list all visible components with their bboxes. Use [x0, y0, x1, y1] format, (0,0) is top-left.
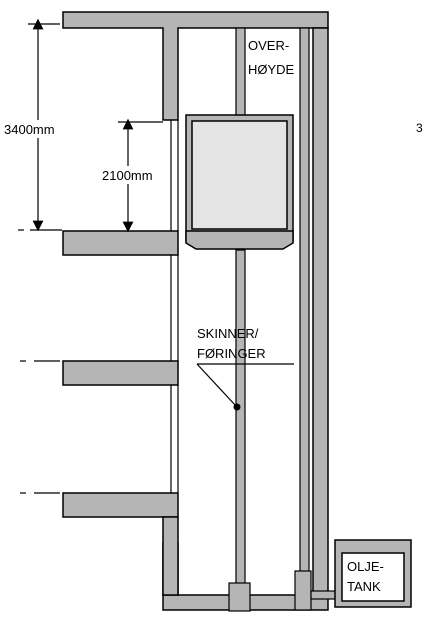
rails-callout-dot: [233, 403, 241, 411]
elevator-car: [185, 114, 294, 250]
cylinder-base: [294, 570, 312, 611]
shaft-structure: [62, 11, 329, 611]
rail-base-block: [228, 582, 251, 612]
oil-pipe: [310, 590, 337, 600]
oil-tank: [334, 539, 412, 608]
car-cabin: [191, 120, 288, 230]
floor-slab-3: [62, 492, 179, 518]
overhead-label-line1: OVER-: [248, 38, 289, 53]
hydraulic-cylinder: [294, 27, 337, 611]
tank-label-line2: TANK: [347, 579, 381, 594]
guide-rail: [228, 27, 251, 612]
car-platform: [185, 230, 294, 250]
edge-mark: 3: [416, 121, 423, 135]
dim-3400-bg: [2, 120, 66, 138]
floor-slab-2: [62, 360, 179, 386]
right-shaft-wall: [312, 27, 329, 596]
rails-label-line2: FØRINGER: [197, 346, 266, 361]
tank-label-line1: OLJE-: [347, 559, 384, 574]
lower-rail: [235, 249, 246, 586]
overhead-label-line2: HØYDE: [248, 62, 295, 77]
tank-inner: [341, 552, 405, 602]
floor-slab-1: [62, 230, 179, 256]
dimension-2100-label: 2100mm: [102, 168, 153, 183]
door-openings: [170, 120, 179, 493]
rails-label-line1: SKINNER/: [197, 326, 259, 341]
cylinder-tube: [299, 27, 310, 574]
floor-level-marks: [20, 360, 60, 494]
rails-leader: [196, 363, 294, 407]
dimension-3400-label: 3400mm: [4, 122, 55, 137]
upper-rail: [235, 27, 246, 117]
dim-2100-bg: [100, 166, 166, 184]
front-wall-seg-a: [162, 516, 179, 596]
